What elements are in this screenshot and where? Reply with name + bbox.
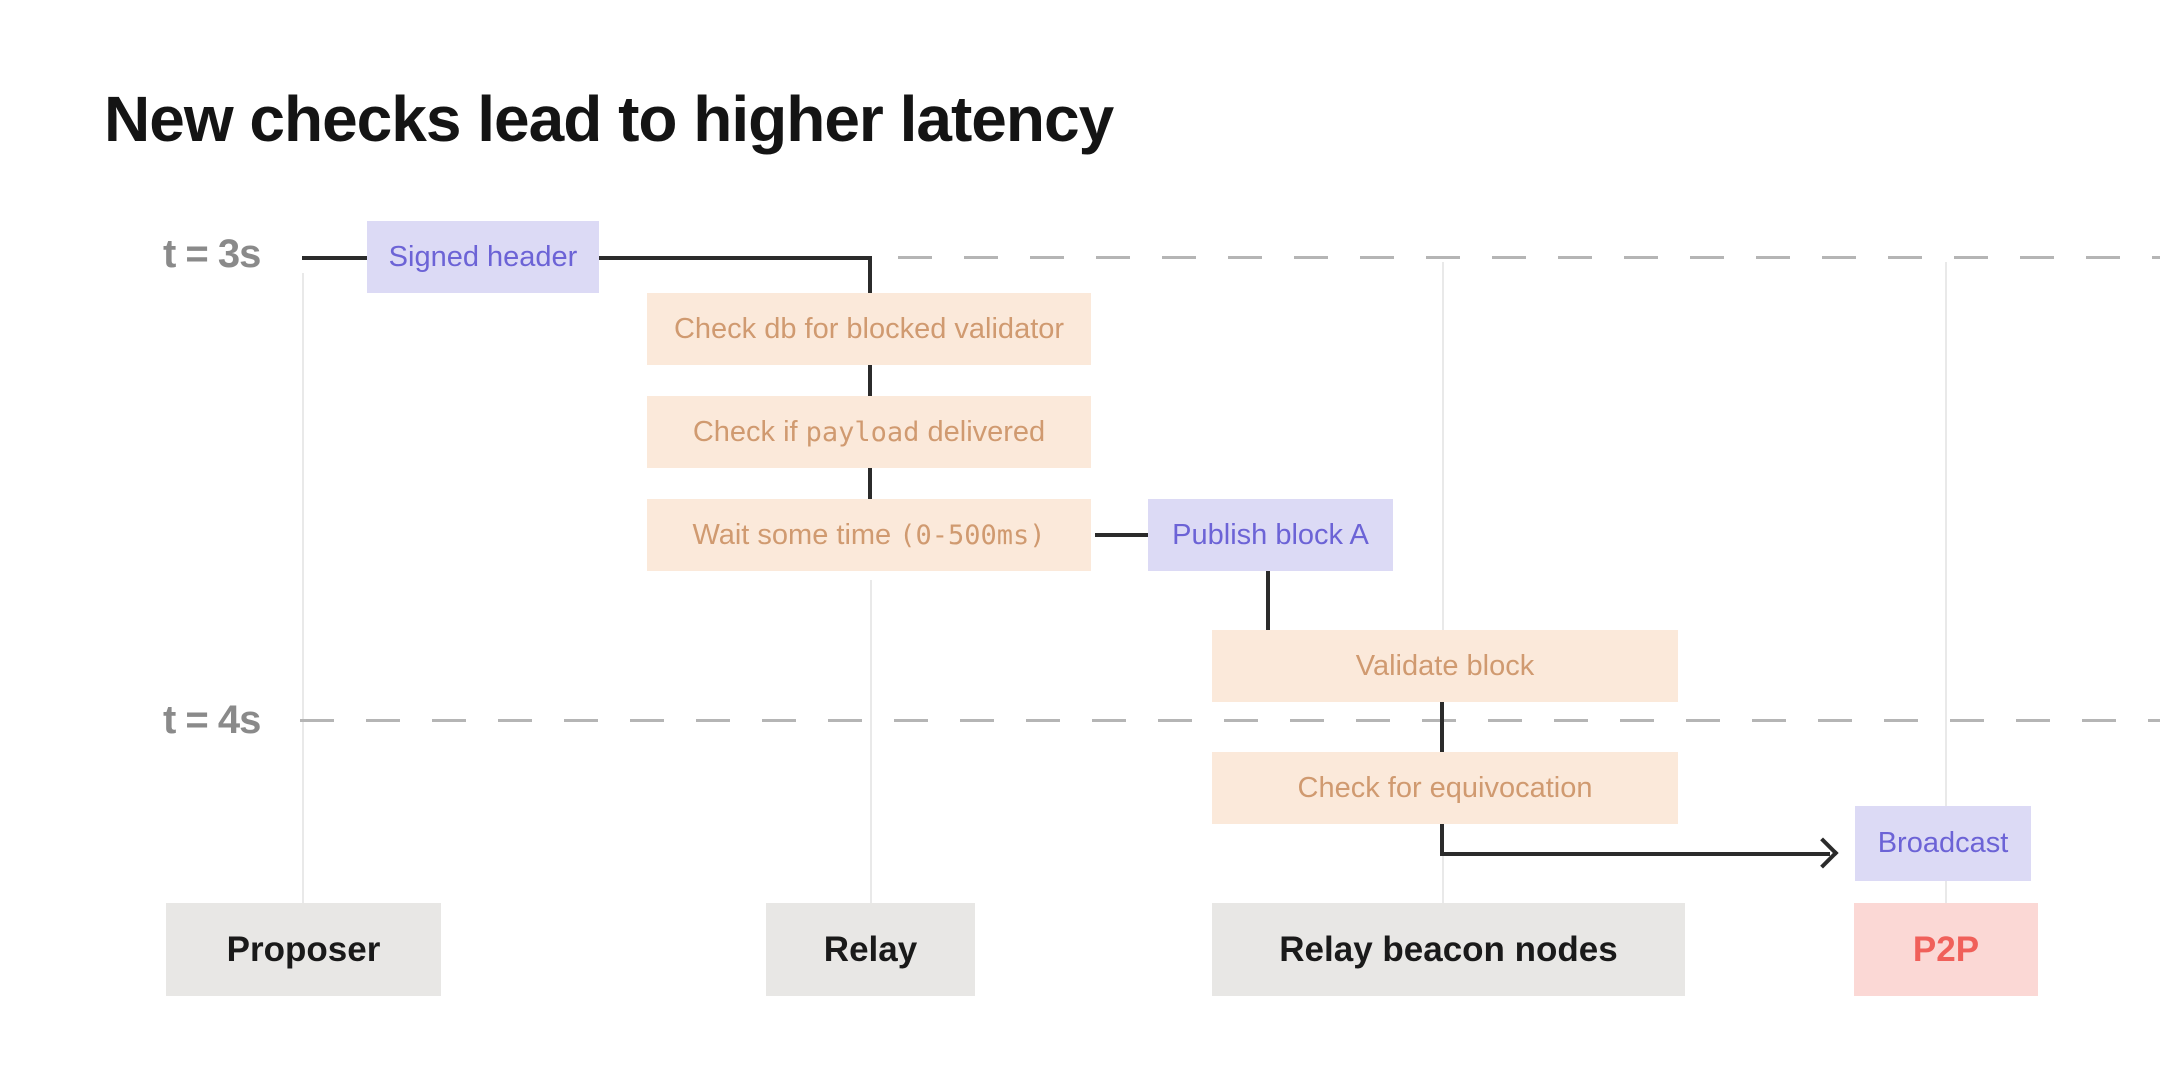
flow-box-label: Signed header (388, 240, 578, 273)
flow-box-label: Check db for blocked validator (673, 312, 1065, 345)
connector-check-db-to-payload (868, 365, 872, 396)
flow-box-label: Check for equivocation (1297, 771, 1593, 804)
timeline-t3-dashed-line (898, 256, 2160, 259)
flow-box-label: Check if (692, 415, 806, 448)
connector-t3-to-signed-header (302, 256, 367, 260)
connector-publish-to-validate (1266, 571, 1270, 632)
lane-label-text: Proposer (226, 929, 381, 969)
flow-box-wait-some-time: Wait some time (0-500ms) (647, 499, 1091, 571)
lane-label-proposer: Proposer (166, 903, 441, 996)
lane-line-proposer (302, 273, 304, 903)
time-label-t4: t = 4s (163, 698, 261, 742)
arrow-head-icon (1807, 837, 1839, 869)
flow-box-label: Broadcast (1877, 827, 2009, 859)
lane-label-relay-beacon-nodes: Relay beacon nodes (1212, 903, 1685, 996)
flow-box-label: delivered (919, 415, 1046, 448)
flow-box-label-mono: (0-500ms) (899, 519, 1046, 551)
connector-signed-header-to-relay (599, 256, 872, 260)
lane-label-p2p: P2P (1854, 903, 2038, 996)
flow-box-check-payload: Check if payload delivered (647, 396, 1091, 468)
lane-label-text: P2P (1912, 929, 1980, 969)
timeline-t4-dashed-line (300, 719, 2160, 722)
time-label-t3: t = 3s (163, 232, 261, 276)
connector-wait-to-publish (1095, 533, 1148, 537)
flow-box-broadcast: Broadcast (1855, 806, 2031, 881)
flow-box-validate-block: Validate block (1212, 630, 1678, 702)
flow-box-label: Publish block A (1172, 518, 1369, 551)
connector-to-broadcast (1440, 852, 1830, 856)
flow-box-check-db: Check db for blocked validator (647, 293, 1091, 365)
lane-label-text: Relay beacon nodes (1279, 929, 1618, 969)
page-title: New checks lead to higher latency (104, 83, 1114, 155)
flow-box-label-mono: payload (805, 416, 920, 448)
lane-label-relay: Relay (766, 903, 975, 996)
flow-box-publish-block-a: Publish block A (1148, 499, 1393, 571)
connector-validate-to-equivocation (1440, 702, 1444, 752)
connector-elbow-down-to-check-db (868, 256, 872, 294)
lane-line-relay (870, 580, 872, 903)
connector-equivocation-elbow-down (1440, 824, 1444, 856)
flow-box-signed-header: Signed header (367, 221, 599, 293)
lane-line-relay-beacon-nodes (1442, 262, 1444, 903)
connector-payload-to-wait (868, 468, 872, 499)
flow-box-label: Wait some time (692, 518, 900, 551)
lane-label-text: Relay (823, 929, 918, 969)
lane-line-p2p (1945, 262, 1947, 903)
flow-box-label: Validate block (1355, 649, 1535, 682)
flow-box-check-for-equivocation: Check for equivocation (1212, 752, 1678, 824)
